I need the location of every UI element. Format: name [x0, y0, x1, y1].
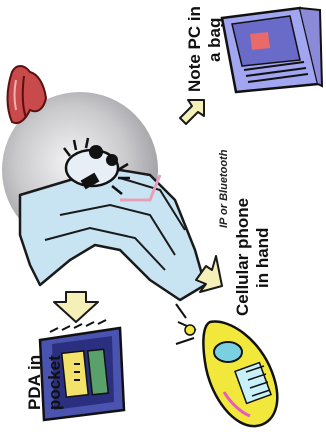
- connection-label: IP or Bluetooth: [218, 150, 230, 228]
- notepc-label-line1: Note PC in: [185, 6, 205, 92]
- laptop-icon: [222, 8, 322, 92]
- notepc-label: Note PC in a bag: [185, 6, 225, 92]
- arrow-down-icon: [54, 292, 98, 322]
- cellphone-icon: [176, 304, 277, 426]
- blanket-shape: [20, 170, 205, 300]
- phone-label-line1: Cellular phone: [233, 198, 253, 316]
- phone-label: Cellular phone in hand: [233, 198, 273, 316]
- arrow-up-right-icon: [180, 100, 204, 124]
- phone-label-line2: in hand: [253, 198, 273, 316]
- notepc-label-line2: a bag: [205, 6, 225, 92]
- pda-label: PDA in pocket: [25, 355, 65, 410]
- pda-label-line1: PDA in: [25, 355, 45, 410]
- pda-label-line2: pocket: [45, 355, 65, 410]
